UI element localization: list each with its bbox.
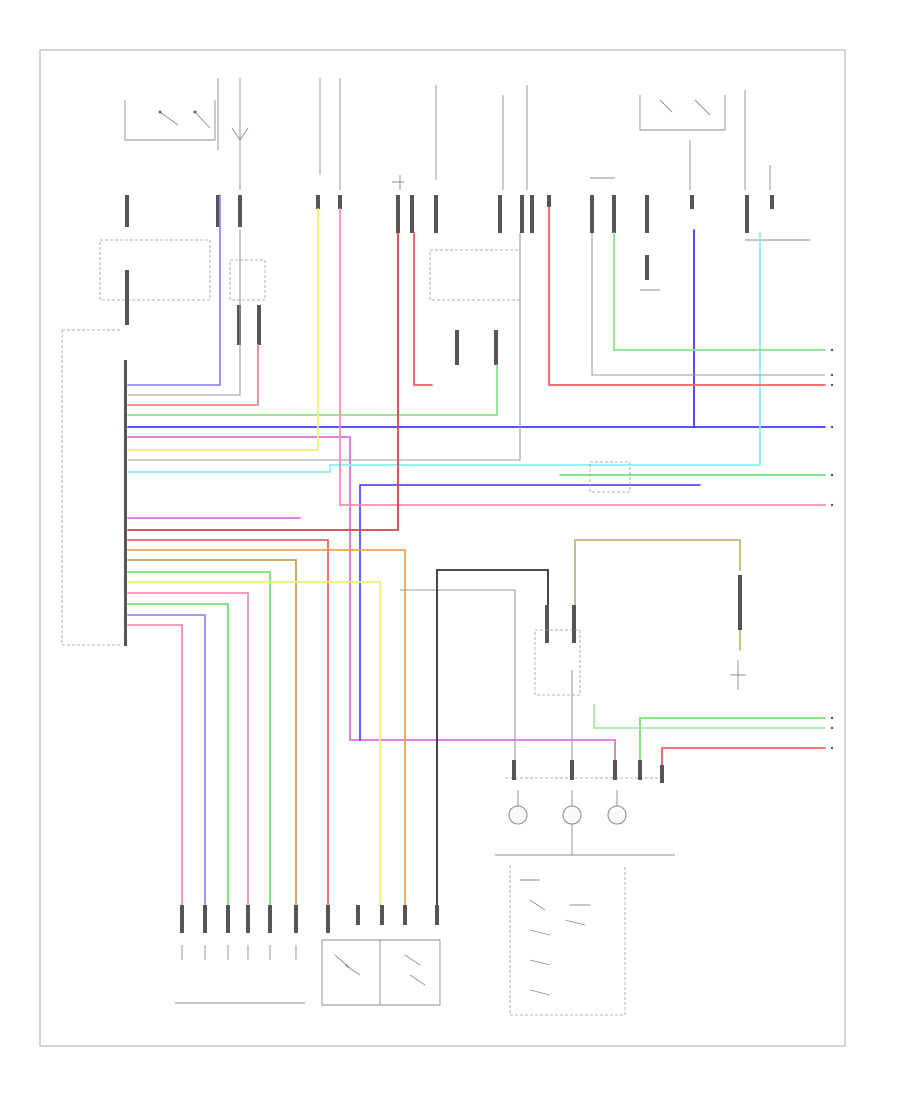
wire-gray-upper bbox=[591, 233, 825, 376]
wire-yellow-2 bbox=[127, 581, 381, 906]
wire-cyan-1 bbox=[127, 232, 761, 473]
wire-gray-3 bbox=[400, 589, 516, 770]
wire-red-1 bbox=[127, 344, 259, 406]
wire-pink-2 bbox=[127, 592, 249, 906]
wire-tan-1 bbox=[574, 539, 741, 611]
wire-blue-2 bbox=[127, 614, 206, 906]
wire-blue-light bbox=[127, 194, 221, 386]
top-connector-pins bbox=[125, 195, 774, 233]
junction-connector bbox=[589, 461, 631, 493]
wire-green-upper bbox=[613, 232, 826, 351]
wire-magenta-1 bbox=[127, 436, 616, 771]
wire-red-upper bbox=[548, 206, 826, 386]
relay-boxes bbox=[99, 177, 810, 365]
wire-gray-1 bbox=[128, 230, 241, 396]
wire-green-2 bbox=[127, 571, 271, 906]
wire-pink-right bbox=[339, 208, 826, 506]
transmission-switch bbox=[321, 939, 441, 1006]
wire-yellow-1 bbox=[127, 208, 319, 451]
wire-red-mid bbox=[413, 232, 433, 386]
wire-pink-3 bbox=[127, 624, 183, 906]
wire-red-3 bbox=[127, 539, 329, 906]
top-components bbox=[124, 78, 771, 190]
wire-dark-1 bbox=[436, 569, 549, 906]
wire-red-lower bbox=[661, 747, 826, 781]
diagram-frame bbox=[39, 49, 846, 1047]
wire-green-1 bbox=[127, 364, 498, 416]
wire-orange-2 bbox=[127, 559, 297, 906]
wire-blue-right bbox=[359, 484, 701, 741]
wire-green-3 bbox=[127, 603, 229, 906]
wire-red-2 bbox=[127, 232, 399, 531]
wire-green-lower bbox=[639, 717, 826, 771]
terminal-markers bbox=[830, 348, 834, 750]
wire-green-lower-2 bbox=[593, 704, 826, 729]
wire-gray-2 bbox=[128, 233, 521, 461]
wires bbox=[127, 194, 826, 906]
wire-orange-1 bbox=[127, 549, 406, 906]
combination-meter bbox=[495, 760, 675, 1016]
bottom-pins bbox=[180, 905, 439, 960]
ecm-connector bbox=[61, 329, 127, 646]
stop-lamp-switch bbox=[534, 575, 746, 696]
